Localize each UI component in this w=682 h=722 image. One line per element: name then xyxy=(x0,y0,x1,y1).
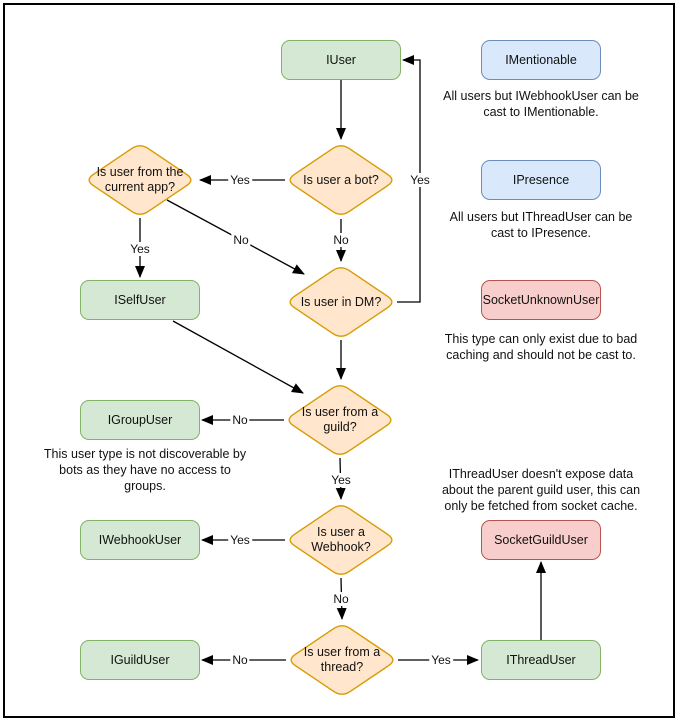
node-iwebhookuser: IWebhookUser xyxy=(80,520,200,560)
edge-label-yes-app-to-selfuser: Yes xyxy=(128,242,152,256)
note-imentionable: All users but IWebhookUser can be cast t… xyxy=(416,88,666,120)
note-line: caching and should not be cast to. xyxy=(446,348,636,362)
diagram-border xyxy=(3,3,675,718)
decision-is-webhook: Is user a Webhook? xyxy=(285,502,397,578)
note-line: groups. xyxy=(124,479,166,493)
edge-label-yes-guild-to-webhook: Yes xyxy=(329,473,353,487)
decision-is-bot: Is user a bot? xyxy=(285,142,397,218)
decision-in-dm: Is user in DM? xyxy=(285,264,397,340)
decision-from-thread: Is user from a thread? xyxy=(286,622,398,698)
node-ipresence: IPresence xyxy=(481,160,601,200)
note-line: bots as they have no access to xyxy=(59,463,231,477)
decision-from-guild: Is user from a guild? xyxy=(284,382,396,458)
note-ithreaduser: IThreadUser doesn't expose data about th… xyxy=(416,466,666,514)
decision-from-current-app: Is user from the current app? xyxy=(84,142,196,218)
edge-label-yes-thread-to-threaduser: Yes xyxy=(429,653,453,667)
node-iselfuser: ISelfUser xyxy=(80,280,200,320)
decision-label: Is user a bot? xyxy=(303,172,379,187)
note-line: This user type is not discoverable by xyxy=(43,447,247,461)
edge-label-yes-webhook-to-webhookuser: Yes xyxy=(228,533,252,547)
note-line: IThreadUser doesn't expose data xyxy=(448,467,634,481)
arrow-selfuser-to-guild xyxy=(172,320,304,394)
note-line: only be fetched from socket cache. xyxy=(444,499,638,513)
node-socketunknownuser: SocketUnknownUser xyxy=(481,280,601,320)
edge-label-no-thread-to-guilduser: No xyxy=(230,653,250,667)
edge-label-no-webhook-to-thread: No xyxy=(331,592,351,606)
note-line: All users but IWebhookUser can be xyxy=(443,89,639,103)
decision-label: Is user in DM? xyxy=(300,294,382,309)
decision-label: Is user from a guild? xyxy=(301,405,379,434)
note-igroupuser: This user type is not discoverable by bo… xyxy=(20,446,270,494)
note-line: All users but IThreadUser can be xyxy=(449,210,633,224)
note-line: about the parent guild user, this can xyxy=(441,483,641,497)
edge-label-no-app-to-dm: No xyxy=(231,233,251,247)
note-line: cast to IPresence. xyxy=(490,226,592,240)
node-igroupuser: IGroupUser xyxy=(80,400,200,440)
note-line: cast to IMentionable. xyxy=(483,105,599,119)
edge-label-no-bot-to-dm: No xyxy=(331,233,351,247)
node-imentionable: IMentionable xyxy=(481,40,601,80)
decision-label: Is user from a thread? xyxy=(303,645,381,674)
edge-label-yes-dm-to-iuser: Yes xyxy=(408,173,432,187)
node-iuser: IUser xyxy=(281,40,401,80)
edge-label-no-guild-to-groupuser: No xyxy=(230,413,250,427)
node-iguilduser: IGuildUser xyxy=(80,640,200,680)
note-socketunknownuser: This type can only exist due to bad cach… xyxy=(416,331,666,363)
edge-label-yes-bot-to-app: Yes xyxy=(228,173,252,187)
note-line: This type can only exist due to bad xyxy=(444,332,638,346)
note-ipresence: All users but IThreadUser can be cast to… xyxy=(416,209,666,241)
decision-label: Is user a Webhook? xyxy=(311,525,371,554)
node-ithreaduser: IThreadUser xyxy=(481,640,601,680)
decision-label: Is user from the current app? xyxy=(96,165,184,194)
node-socketguilduser: SocketGuildUser xyxy=(481,520,601,560)
